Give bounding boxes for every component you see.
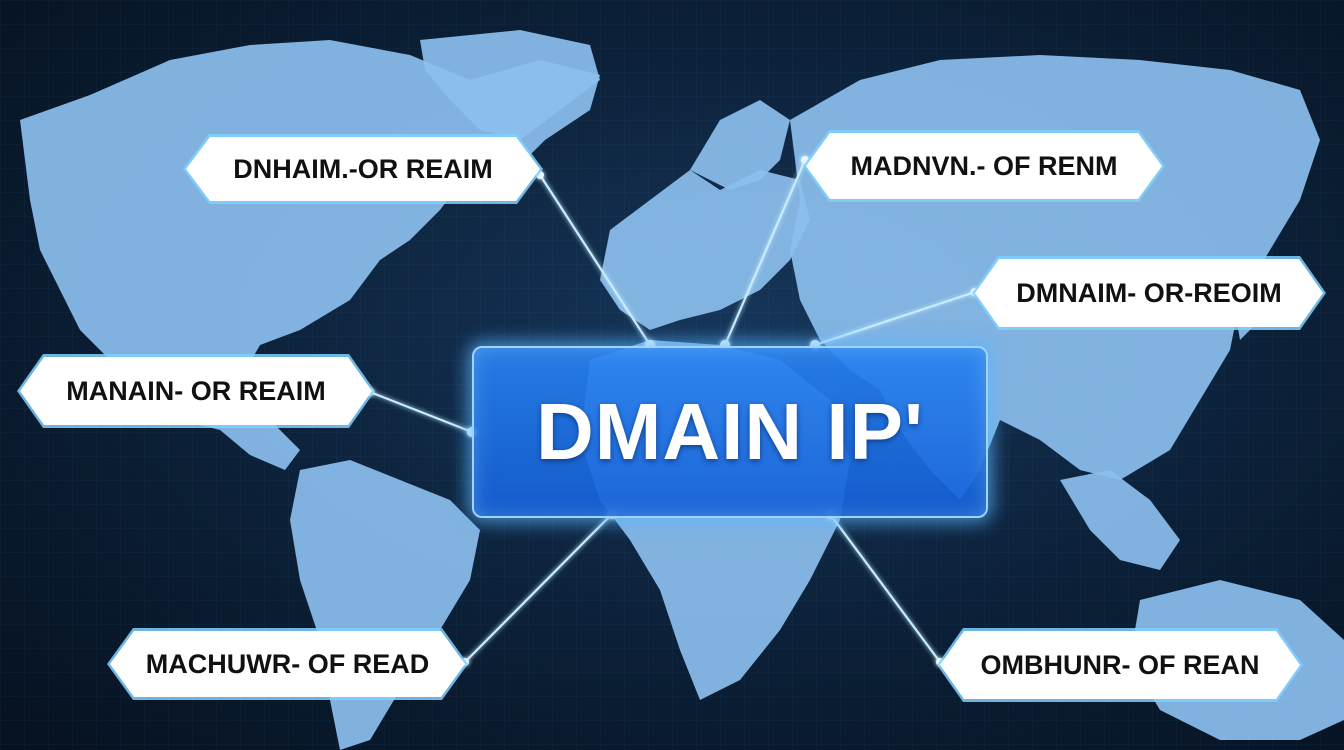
connector-top-right — [723, 159, 807, 346]
connector-bottom-left — [464, 513, 613, 663]
label-top-left-text: DNHAIM.-OR REAIM — [233, 153, 493, 184]
label-mid-right-text: DMNAIM- OR-REOIM — [1016, 277, 1282, 308]
label-top-left: DNHAIM.-OR REAIM — [186, 137, 540, 201]
connector-top-left — [539, 174, 651, 346]
connector-mid-left — [369, 390, 473, 434]
landmass-scandinavia — [690, 100, 790, 190]
label-bottom-left-text: MACHUWR- OF READ — [145, 648, 430, 679]
label-mid-left-text: MANAIN- OR REAIM — [66, 375, 326, 406]
label-top-right-text: MADNVN.- OF RENM — [850, 150, 1118, 181]
label-top-right: MADNVN.- OF RENM — [806, 133, 1162, 199]
connector-bottom-right — [829, 513, 941, 663]
landmass-europe — [600, 170, 810, 330]
connector-lines — [369, 159, 976, 663]
label-mid-right: DMNAIM- OR-REOIM — [975, 259, 1323, 327]
landmass-greenland — [420, 30, 600, 140]
label-bottom-right-text: OMBHUNR- OF REAN — [980, 649, 1260, 680]
label-mid-left: MANAIN- OR REAIM — [20, 357, 372, 425]
center-domain-box: DMAIN IP' — [472, 346, 988, 518]
connector-mid-right — [814, 290, 976, 347]
landmass-southeast-asia — [1060, 470, 1180, 570]
center-title: DMAIN IP' — [535, 387, 925, 476]
label-bottom-left: MACHUWR- OF READ — [110, 631, 465, 697]
label-bottom-right: OMBHUNR- OF REAN — [940, 631, 1300, 699]
